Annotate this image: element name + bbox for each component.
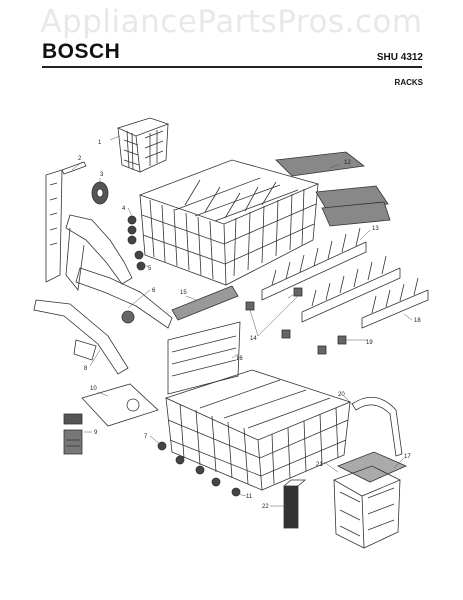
callout-9: 9 xyxy=(94,430,98,436)
callout-7: 7 xyxy=(144,434,148,440)
callout-22: 22 xyxy=(262,504,269,510)
upper-rack xyxy=(138,159,320,286)
side-bracket xyxy=(45,169,63,283)
part-4-rollers xyxy=(127,215,146,271)
leader-lines xyxy=(71,135,413,507)
callout-21: 21 xyxy=(316,462,323,468)
lower-rack xyxy=(164,369,352,491)
part-6-spray-arm xyxy=(75,267,173,329)
spray-tube xyxy=(65,214,133,291)
callout-3: 3 xyxy=(100,172,104,178)
callout-15: 15 xyxy=(180,290,187,296)
part-9-filter-cup xyxy=(63,413,83,455)
callout-14: 14 xyxy=(250,336,257,342)
model-number: SHU 4312 xyxy=(376,52,423,63)
part-8-lower-spray-arm xyxy=(33,299,129,375)
callout-5: 5 xyxy=(148,266,152,272)
part-16-flip-frame xyxy=(167,321,241,395)
part-18-fold-rack xyxy=(361,277,429,329)
watermark: AppliancePartsPros.com xyxy=(40,4,423,40)
callout-18: 18 xyxy=(414,318,421,324)
brand-logo: BOSCH xyxy=(42,40,121,63)
part-12-tine-rows xyxy=(275,151,391,227)
part-17-basket xyxy=(333,451,407,549)
callout-6: 6 xyxy=(152,288,156,294)
callout-4: 4 xyxy=(122,206,126,212)
callout-11: 11 xyxy=(246,494,253,500)
callout-20: 20 xyxy=(338,392,345,398)
callout-1: 1 xyxy=(98,140,102,146)
callout-2: 2 xyxy=(78,156,82,162)
header-rule xyxy=(42,66,422,68)
part-1-silverware-basket xyxy=(116,117,170,173)
part-20-handle xyxy=(351,396,403,457)
callout-17: 17 xyxy=(404,454,411,460)
callout-19: 19 xyxy=(366,340,373,346)
part-15-tine-row xyxy=(171,285,239,321)
callout-16: 16 xyxy=(236,356,243,362)
callout-8: 8 xyxy=(84,366,88,372)
callout-12: 12 xyxy=(344,160,351,166)
callout-labels: 1 2 3 4 5 6 7 8 9 10 11 12 13 14 15 16 1… xyxy=(78,140,421,510)
callout-13: 13 xyxy=(372,226,379,232)
part-2-clip xyxy=(61,161,87,175)
part-3-disk xyxy=(91,181,109,205)
callout-10: 10 xyxy=(90,386,97,392)
part-22-insert xyxy=(283,479,307,529)
part-10-filter-plate xyxy=(81,383,159,427)
part-13-fold-racks xyxy=(261,227,401,323)
section-title: RACKS xyxy=(394,78,423,87)
